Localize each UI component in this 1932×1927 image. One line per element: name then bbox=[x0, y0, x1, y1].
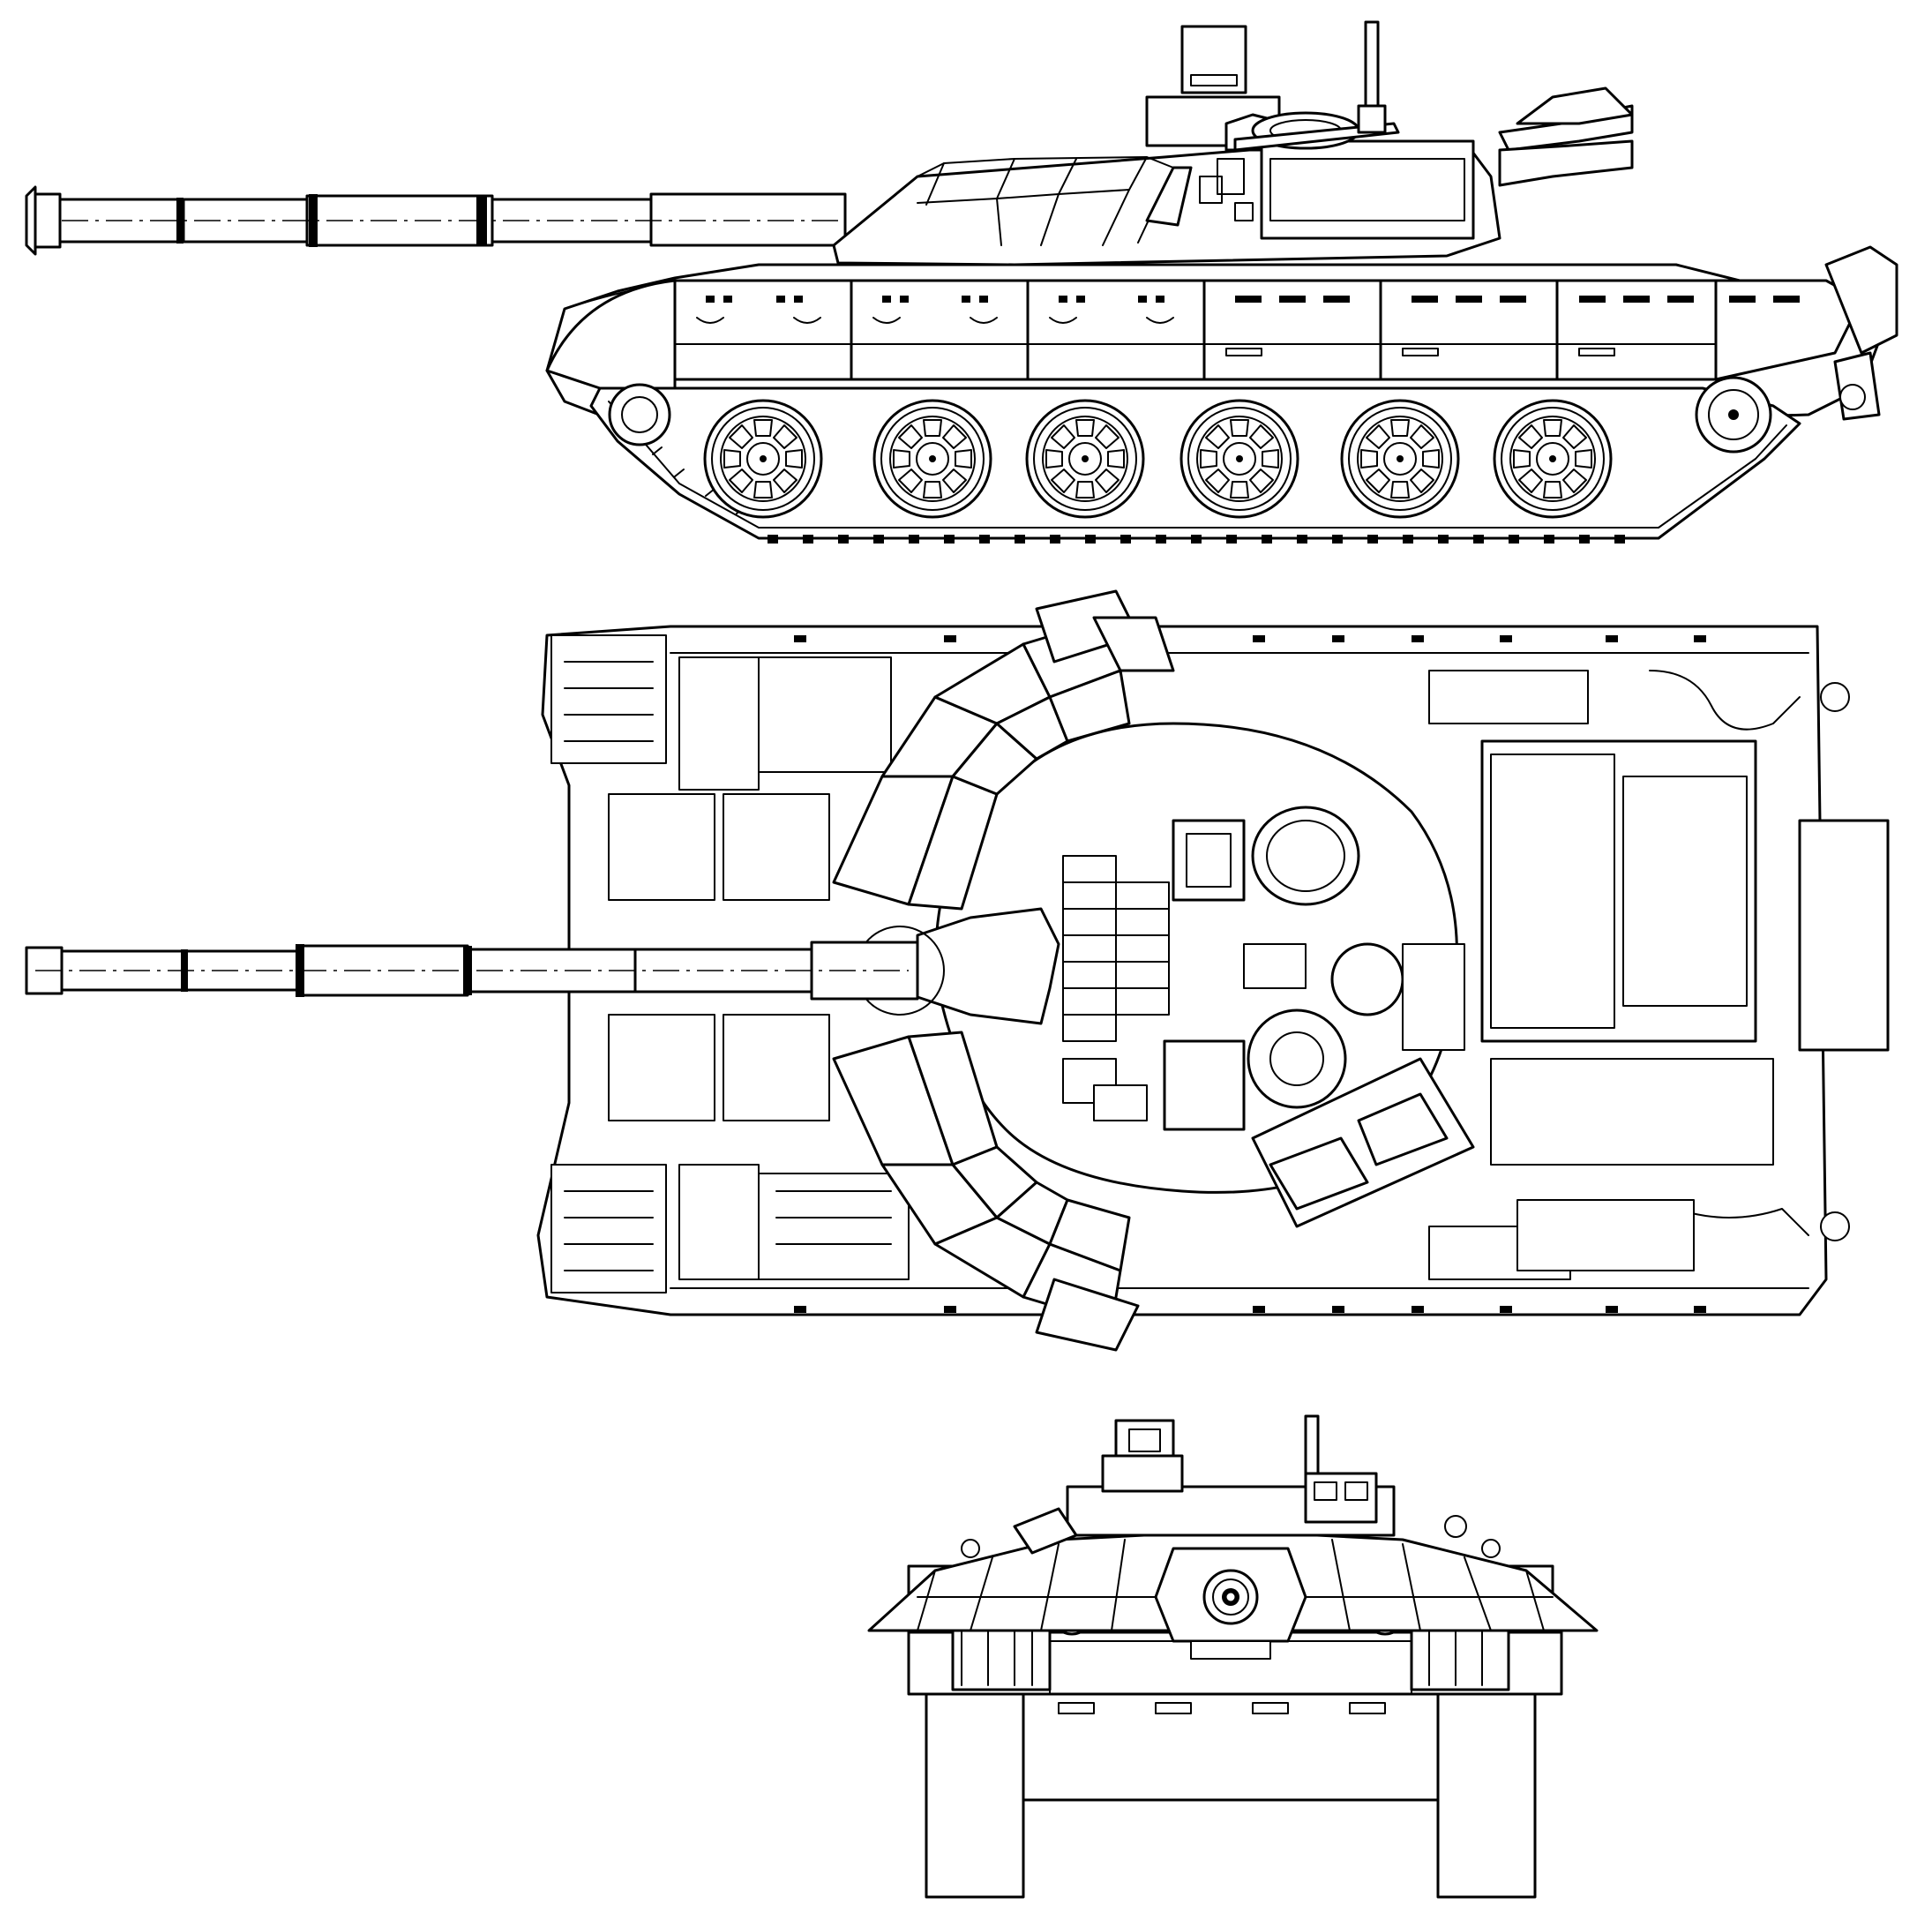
road-wheel-4 bbox=[1179, 399, 1299, 519]
road-wheel-5 bbox=[1340, 399, 1460, 519]
gun-mantlet bbox=[916, 907, 1060, 1025]
top-fenders bbox=[550, 634, 1809, 1293]
front-lower-glacis bbox=[1022, 1692, 1440, 1802]
road-wheel-2 bbox=[872, 399, 992, 519]
front-turret bbox=[867, 1414, 1599, 1660]
side-turret bbox=[832, 20, 1634, 266]
top-engine-deck bbox=[1428, 670, 1890, 1280]
road-wheel-3 bbox=[1025, 399, 1145, 519]
top-gun-barrel bbox=[25, 941, 919, 1001]
top-turret bbox=[832, 589, 1475, 1352]
top-hull-fasteners bbox=[794, 635, 1706, 1313]
side-hull bbox=[545, 245, 1898, 424]
top-view bbox=[25, 589, 1890, 1352]
road-wheel-6 bbox=[1493, 399, 1613, 519]
road-wheel-1 bbox=[703, 399, 823, 519]
front-view bbox=[867, 1414, 1599, 1899]
top-front-stowage bbox=[608, 656, 910, 1280]
side-gun-barrel bbox=[25, 185, 847, 256]
side-view bbox=[25, 20, 1898, 544]
